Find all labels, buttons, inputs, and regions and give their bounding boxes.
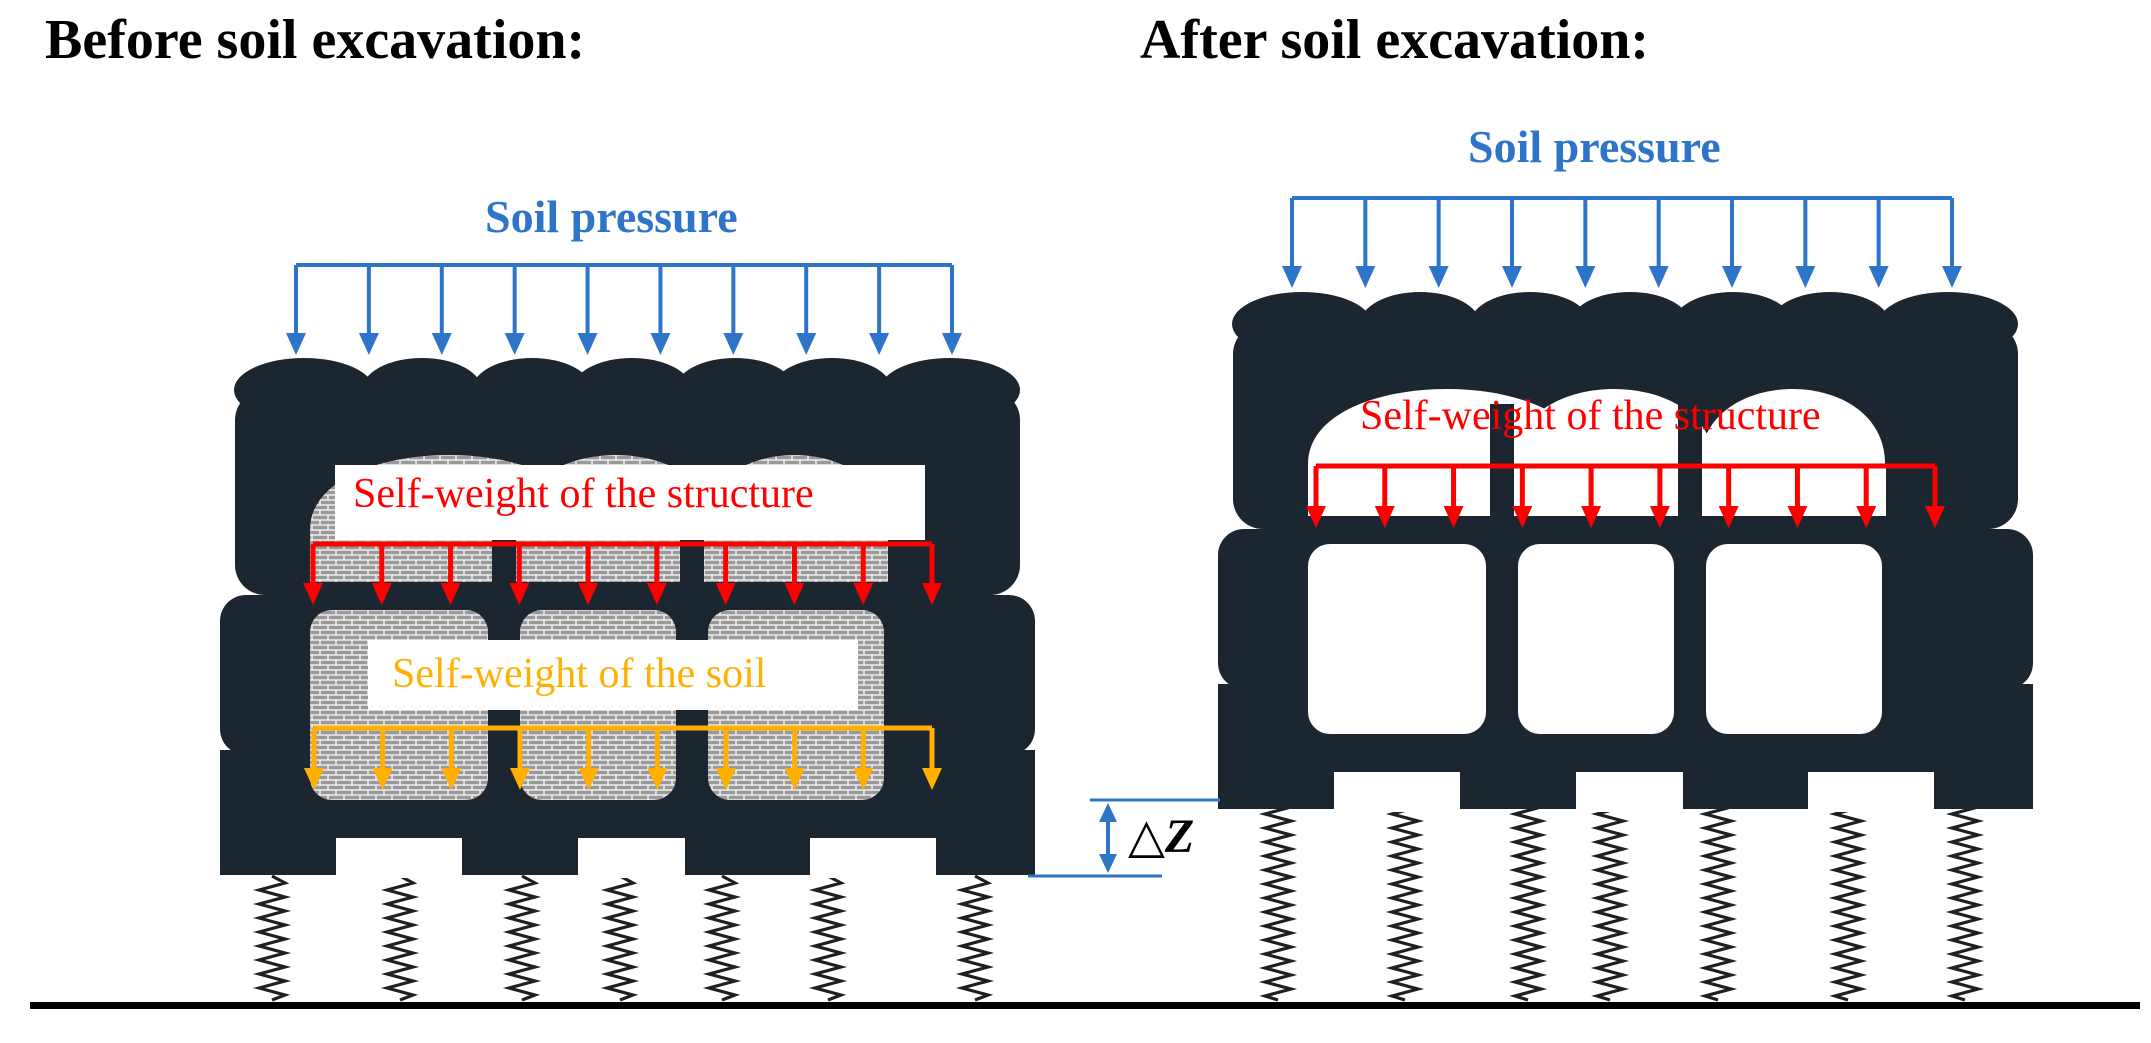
delta-symbol: △	[1128, 810, 1165, 863]
before-soil-pressure-arrow-head-3	[431, 333, 452, 355]
before-soil-arrow-head-10	[922, 768, 942, 790]
before-soil-arrow-head-3	[441, 768, 462, 790]
before-soil-pressure-arrow-head-10	[942, 333, 962, 355]
settlement-head-down	[1099, 854, 1117, 873]
settlement-label: △Z	[1128, 808, 1194, 864]
after-heading: After soil excavation:	[1140, 9, 1650, 71]
settlement-head-up	[1099, 803, 1117, 822]
after-soil-pressure-arrow-head-5	[1575, 266, 1596, 288]
before-soil-arrow-head-1	[304, 768, 324, 790]
before-soil-pressure-arrow-head-7	[723, 333, 744, 355]
structure-after-pillar-2	[1674, 529, 1706, 749]
after-structure-arrow-head-6	[1649, 506, 1670, 528]
after-structure-arrow-head-5	[1581, 506, 1602, 528]
spring-after-6	[1828, 798, 1868, 1002]
load-arrows	[286, 196, 1962, 790]
before-structure-arrow-head-6	[646, 583, 667, 605]
after-structure-arrow-head-9	[1856, 506, 1877, 528]
before-soil-arrow-head-9	[853, 768, 874, 790]
after-soil-pressure-arrow-head-7	[1722, 266, 1742, 288]
before-soil-arrow-head-6	[647, 768, 668, 790]
before-soil-pressure-label: Soil pressure	[485, 191, 738, 242]
structure-after	[1218, 292, 2033, 812]
after-soil-pressure-arrow-head-6	[1648, 266, 1669, 288]
spring-before-7	[955, 874, 995, 1002]
before-soil-arrow-head-7	[716, 768, 736, 790]
structure-before	[220, 358, 1035, 878]
before-soil-arrow-head-8	[784, 768, 805, 790]
structure-after-lower-cell-3	[1706, 544, 1882, 734]
spring-after-7	[1945, 798, 1985, 1002]
structure-before-base-gap-2	[578, 838, 685, 878]
after-soil-pressure-arrow-head-4	[1502, 266, 1522, 288]
before-self-weight-soil-label: Self-weight of the soil	[392, 651, 767, 697]
before-structure-arrow-head-10	[922, 583, 942, 605]
before-soil-pressure-arrow-head-5	[577, 333, 598, 355]
before-structure-arrow-head-3	[440, 583, 461, 605]
spring-before-3	[502, 874, 542, 1002]
after-soil-pressure-arrow-head-1	[1282, 266, 1302, 288]
spring-after-4	[1590, 798, 1630, 1002]
before-soil-arrow-head-2	[372, 768, 393, 790]
spring-before-1	[252, 874, 292, 1002]
after-soil-pressure-arrow-head-2	[1355, 266, 1376, 288]
spring-before-2	[380, 874, 420, 1002]
structure-after-lower-cell-1	[1308, 544, 1486, 734]
before-heading: Before soil excavation:	[45, 9, 586, 71]
before-soil-arrow-head-4	[510, 768, 530, 790]
before-structure-arrow-head-9	[853, 583, 874, 605]
structure-before-base-gap-1	[336, 838, 462, 878]
structure-after-base-gap-1	[1334, 772, 1460, 812]
before-structure-label-bg	[335, 465, 925, 540]
before-soil-pressure-arrow-head-8	[796, 333, 817, 355]
spring-before-5	[702, 874, 742, 1002]
before-self-weight-structure-label: Self-weight of the structure	[353, 471, 814, 517]
after-soil-pressure-arrow-head-3	[1428, 266, 1449, 288]
before-soil-pressure-arrow-head-4	[504, 333, 525, 355]
structure-after-lower-cell-2	[1518, 544, 1674, 734]
structure-before-base-gap-3	[810, 838, 936, 878]
spring-supports	[252, 798, 1985, 1002]
structure-after-base-gap-2	[1576, 772, 1683, 812]
structure-after-pillar-1	[1486, 529, 1518, 749]
after-structure-arrow-head-3	[1443, 506, 1464, 528]
before-structure-arrow-head-8	[784, 583, 805, 605]
after-structure-arrow-head-10	[1925, 506, 1945, 528]
after-soil-pressure-arrow-head-8	[1795, 266, 1816, 288]
before-structure-arrow-head-4	[509, 583, 530, 605]
before-soil-arrow-head-5	[578, 768, 599, 790]
before-structure-arrow-head-7	[715, 583, 736, 605]
after-structure-arrow-head-8	[1787, 506, 1808, 528]
after-soil-pressure-label: Soil pressure	[1468, 121, 1721, 172]
after-soil-pressure-arrow-head-10	[1942, 266, 1962, 288]
after-self-weight-structure-label: Self-weight of the structure	[1360, 393, 1821, 439]
spring-before-6	[808, 874, 848, 1002]
ground-line	[30, 1002, 2140, 1009]
before-structure-arrow-head-5	[578, 583, 599, 605]
spring-before-4	[600, 874, 640, 1002]
before-soil-pressure-arrow-head-2	[358, 333, 379, 355]
spring-after-5	[1698, 798, 1738, 1002]
annotations	[30, 798, 2140, 1009]
spring-after-3	[1508, 798, 1548, 1002]
before-structure-arrow-head-2	[371, 583, 392, 605]
before-soil-pressure-arrow-head-6	[650, 333, 671, 355]
before-soil-pressure-arrow-head-9	[869, 333, 890, 355]
structures	[220, 292, 2033, 878]
before-structure-arrow-head-1	[303, 583, 323, 605]
after-structure-arrow-head-2	[1374, 506, 1395, 528]
after-soil-pressure-arrow-head-9	[1868, 266, 1889, 288]
after-structure-arrow-head-4	[1512, 506, 1533, 528]
after-structure-arrow-head-1	[1306, 506, 1326, 528]
structure-after-base-gap-3	[1808, 772, 1934, 812]
settlement-variable: Z	[1164, 810, 1195, 863]
spring-after-1	[1258, 798, 1298, 1002]
before-soil-pressure-arrow-head-1	[286, 333, 306, 355]
after-structure-arrow-head-7	[1718, 506, 1739, 528]
before-soil-label-bg	[368, 640, 858, 710]
spring-after-2	[1385, 798, 1425, 1002]
